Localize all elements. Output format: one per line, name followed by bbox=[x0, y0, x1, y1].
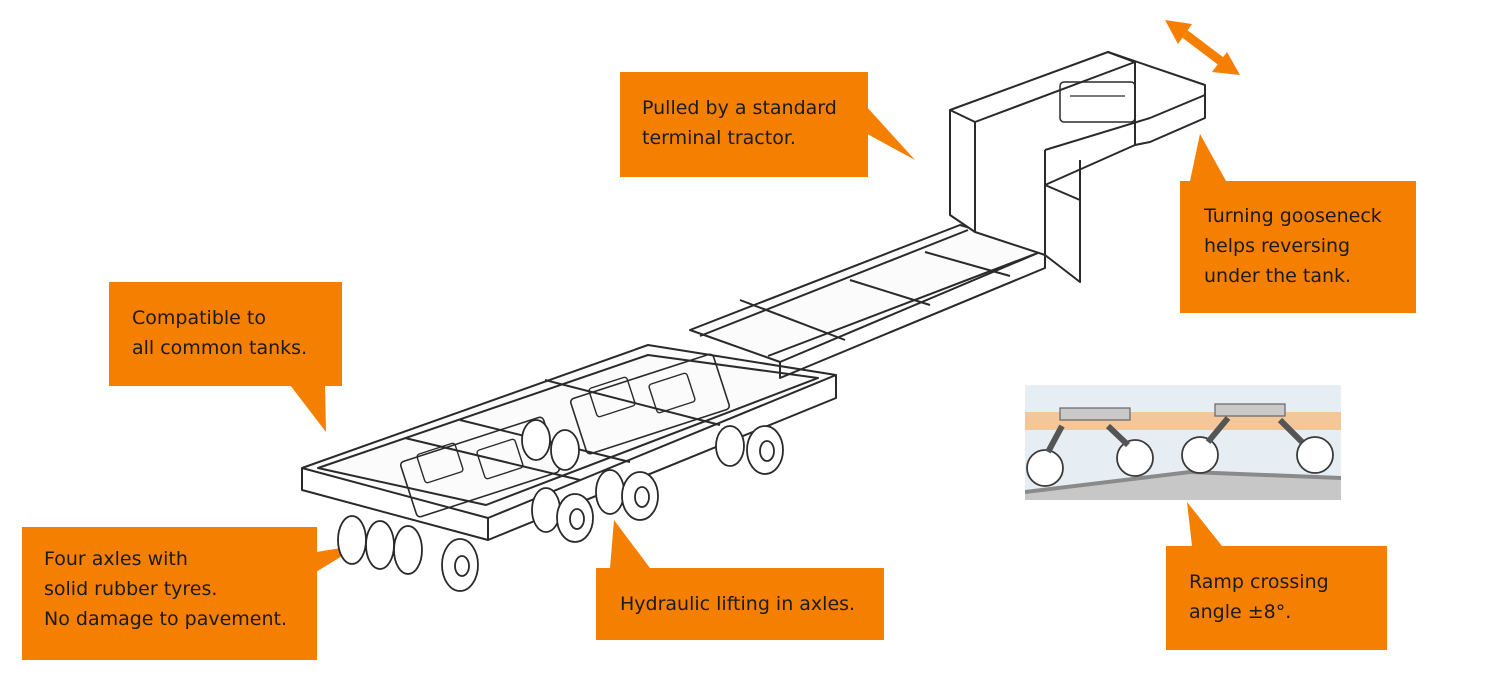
tail-tractor bbox=[860, 106, 915, 160]
callout-gooseneck-line-1: Turning gooseneck bbox=[1204, 205, 1382, 227]
callout-tanks-line-1: Compatible to bbox=[132, 307, 266, 329]
tail-gooseneck bbox=[1190, 134, 1226, 181]
callout-tractor: Pulled by a standard terminal tractor. bbox=[620, 72, 868, 177]
ramp-crossing-illustration bbox=[1025, 385, 1341, 500]
tail-ramp bbox=[1187, 502, 1222, 546]
callout-axles-line-3: No damage to pavement. bbox=[44, 608, 288, 630]
lowbed-trailer-illustration bbox=[301, 51, 1206, 592]
callout-tractor-line-2: terminal tractor. bbox=[642, 127, 796, 149]
callout-ramp: Ramp crossing angle ±8°. bbox=[1166, 546, 1387, 650]
tail-tanks bbox=[290, 385, 326, 432]
callout-hydraulic: Hydraulic lifting in axles. bbox=[596, 568, 884, 640]
callout-axles-line-1: Four axles with bbox=[44, 548, 188, 570]
callout-gooseneck-line-2: helps reversing bbox=[1204, 235, 1351, 257]
callout-gooseneck: Turning gooseneck helps reversing under … bbox=[1180, 181, 1416, 313]
callout-axles-line-2: solid rubber tyres. bbox=[44, 578, 218, 600]
callout-tanks: Compatible to all common tanks. bbox=[109, 282, 342, 386]
callout-tractor-line-1: Pulled by a standard bbox=[642, 97, 837, 119]
callout-axles: Four axles with solid rubber tyres. No d… bbox=[22, 527, 317, 660]
tail-hydraulic bbox=[610, 520, 650, 568]
callout-ramp-line-1: Ramp crossing bbox=[1189, 571, 1329, 593]
callout-tanks-line-2: all common tanks. bbox=[132, 337, 308, 359]
callout-ramp-line-2: angle ±8°. bbox=[1189, 601, 1292, 623]
double-arrow-icon bbox=[1165, 20, 1240, 75]
callout-hydraulic-line-1: Hydraulic lifting in axles. bbox=[620, 593, 856, 615]
callout-gooseneck-line-3: under the tank. bbox=[1204, 265, 1352, 287]
